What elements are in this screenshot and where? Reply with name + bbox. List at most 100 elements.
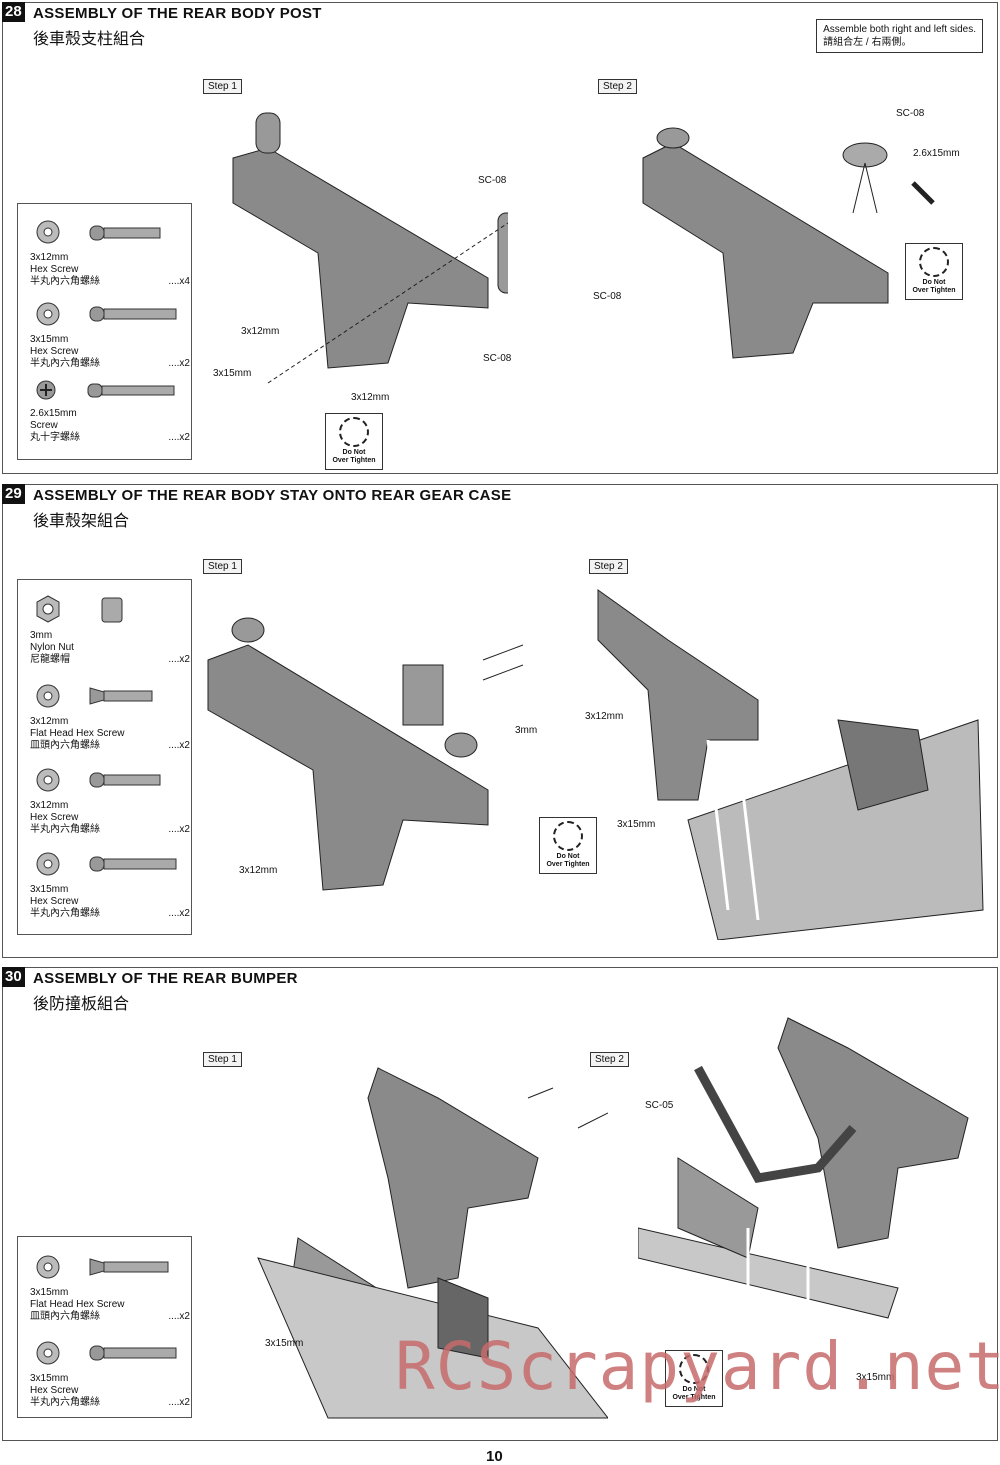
part-item: 3x12mm Hex Screw 半丸內六角螺絲 ....x2 — [30, 800, 190, 836]
parts-box: 3x12mm Hex Screw 半丸內六角螺絲 ....x4 3x15mm H… — [17, 203, 192, 460]
part-item: 3x15mm Flat Head Hex Screw 皿頭內六角螺絲 ....x… — [30, 1287, 190, 1323]
section-title: ASSEMBLY OF THE REAR BUMPER — [33, 970, 298, 987]
part-name-zh: 半丸內六角螺絲 — [30, 1397, 100, 1408]
part-name-zh: 半丸內六角螺絲 — [30, 824, 100, 835]
washer-icon — [36, 1255, 60, 1279]
badge-line-1: Do Not — [342, 449, 366, 456]
part-name-zh: 尼龍螺帽 — [30, 654, 70, 665]
part-size: 3x12mm — [30, 716, 69, 727]
part-item: 3x15mm Hex Screw 半丸內六角螺絲 ....x2 — [30, 334, 190, 370]
part-qty: ....x4 — [168, 276, 190, 287]
part-size: 3x12mm — [30, 800, 69, 811]
washer-icon — [36, 220, 60, 244]
part-item: 3x12mm Flat Head Hex Screw 皿頭內六角螺絲 ....x… — [30, 716, 190, 752]
section-30: 30 ASSEMBLY OF THE REAR BUMPER 後防撞板組合 St… — [2, 967, 998, 1441]
hex-screw-icon — [89, 225, 161, 241]
step2-gear-case-diagram — [597, 589, 984, 940]
badge-line-1: Do Not — [556, 853, 580, 860]
watermark: RCScrapyard.net — [395, 1328, 1000, 1405]
parts-illustrations — [36, 595, 177, 876]
section-subtitle: 後車殼架組合 — [33, 513, 130, 530]
badge-line-2: Over Tighten — [332, 457, 376, 464]
step-2-label: Step 2 — [598, 79, 637, 94]
washer-icon — [36, 302, 60, 326]
part-name: Flat Head Hex Screw — [30, 1299, 125, 1310]
badge-line-2: Over Tighten — [912, 287, 956, 294]
parts-box: 3mm Nylon Nut 尼龍螺帽 ....x2 3x12mm Flat He… — [17, 579, 192, 935]
do-not-overtighten-badge: Do Not Over Tighten — [539, 817, 597, 874]
hex-screw-icon — [89, 306, 177, 322]
section-29: 29 ASSEMBLY OF THE REAR BODY STAY ONTO R… — [2, 484, 998, 958]
step-2-label: Step 2 — [589, 559, 628, 574]
section-title: ASSEMBLY OF THE REAR BODY POST — [33, 5, 322, 22]
page-number: 10 — [486, 1448, 503, 1465]
parts-illustrations — [36, 1255, 177, 1365]
part-qty: ....x2 — [168, 824, 190, 835]
step1-body-stay-diagram — [207, 617, 524, 891]
nylon-nut-side-icon — [101, 597, 123, 623]
nylon-nut-icon — [36, 595, 60, 623]
part-name: Nylon Nut — [30, 642, 74, 653]
washer-icon — [36, 852, 60, 876]
washer-icon — [36, 684, 60, 708]
part-qty: ....x2 — [168, 1397, 190, 1408]
badge-line-1: Do Not — [922, 279, 946, 286]
section-28: 28 ASSEMBLY OF THE REAR BODY POST 後車殼支柱組… — [2, 2, 998, 474]
size-label: 3mm — [515, 725, 538, 736]
part-item: 3x15mm Hex Screw 半丸內六角螺絲 ....x2 — [30, 1373, 190, 1409]
step-2-label: Step 2 — [590, 1052, 629, 1067]
section-subtitle: 後防撞板組合 — [33, 996, 130, 1013]
section-number: 30 — [2, 967, 25, 987]
step-1-label: Step 1 — [203, 79, 242, 94]
part-qty: ....x2 — [168, 1311, 190, 1322]
part-size: 3mm — [30, 630, 53, 641]
size-label: 3x15mm — [265, 1338, 304, 1349]
parts-illustrations — [36, 220, 177, 400]
part-name-zh: 皿頭內六角螺絲 — [30, 1311, 100, 1322]
part-label: SC-08 — [593, 291, 622, 302]
step-1-label: Step 1 — [203, 559, 242, 574]
part-name: Hex Screw — [30, 812, 79, 823]
flat-head-screw-icon — [89, 1258, 169, 1276]
size-label: 3x12mm — [351, 392, 390, 403]
part-item: 3x15mm Hex Screw 半丸內六角螺絲 ....x2 — [30, 884, 190, 920]
part-qty: ....x2 — [168, 740, 190, 751]
part-size: 3x15mm — [30, 1287, 69, 1298]
do-not-overtighten-badge: Do Not Over Tighten — [905, 243, 963, 300]
flat-head-screw-icon — [89, 687, 153, 705]
part-size: 2.6x15mm — [30, 408, 77, 419]
size-label: 2.6x15mm — [913, 148, 960, 159]
size-label: 3x12mm — [239, 865, 278, 876]
part-name: Hex Screw — [30, 346, 79, 357]
step1-body-post-diagram — [232, 112, 508, 384]
part-qty: ....x2 — [168, 432, 190, 443]
step2-rear-bumper-diagram — [638, 1017, 969, 1358]
do-not-overtighten-badge: Do Not Over Tighten — [665, 1350, 723, 1407]
part-name: Hex Screw — [30, 1385, 79, 1396]
part-name-zh: 皿頭內六角螺絲 — [30, 740, 100, 751]
part-qty: ....x2 — [168, 908, 190, 919]
part-label: SC-05 — [645, 1100, 674, 1111]
size-label: 3x15mm — [213, 368, 252, 379]
part-size: 3x12mm — [30, 252, 69, 263]
hex-screw-icon — [89, 772, 161, 788]
part-label: SC-08 — [896, 108, 925, 119]
assembly-note: Assemble both right and left sides. 請組合左… — [816, 19, 983, 53]
part-name: Flat Head Hex Screw — [30, 728, 125, 739]
part-size: 3x15mm — [30, 884, 69, 895]
screw-icon — [87, 383, 175, 398]
badge-line-1: Do Not — [682, 1386, 706, 1393]
section-number: 29 — [2, 484, 25, 504]
badge-line-2: Over Tighten — [546, 861, 590, 868]
part-item: 3mm Nylon Nut 尼龍螺帽 ....x2 — [30, 630, 190, 666]
part-name-zh: 半丸內六角螺絲 — [30, 276, 100, 287]
phillips-head-icon — [36, 380, 56, 400]
note-line-zh: 請組合左 / 右兩側。 — [823, 37, 912, 48]
part-qty: ....x2 — [168, 358, 190, 369]
part-label: SC-08 — [483, 353, 512, 364]
part-label: SC-08 — [478, 175, 507, 186]
step1-rear-bumper-diagram — [257, 1067, 608, 1419]
torque-icon — [679, 1354, 709, 1384]
part-qty: ....x2 — [168, 654, 190, 665]
section-title: ASSEMBLY OF THE REAR BODY STAY ONTO REAR… — [33, 487, 512, 504]
